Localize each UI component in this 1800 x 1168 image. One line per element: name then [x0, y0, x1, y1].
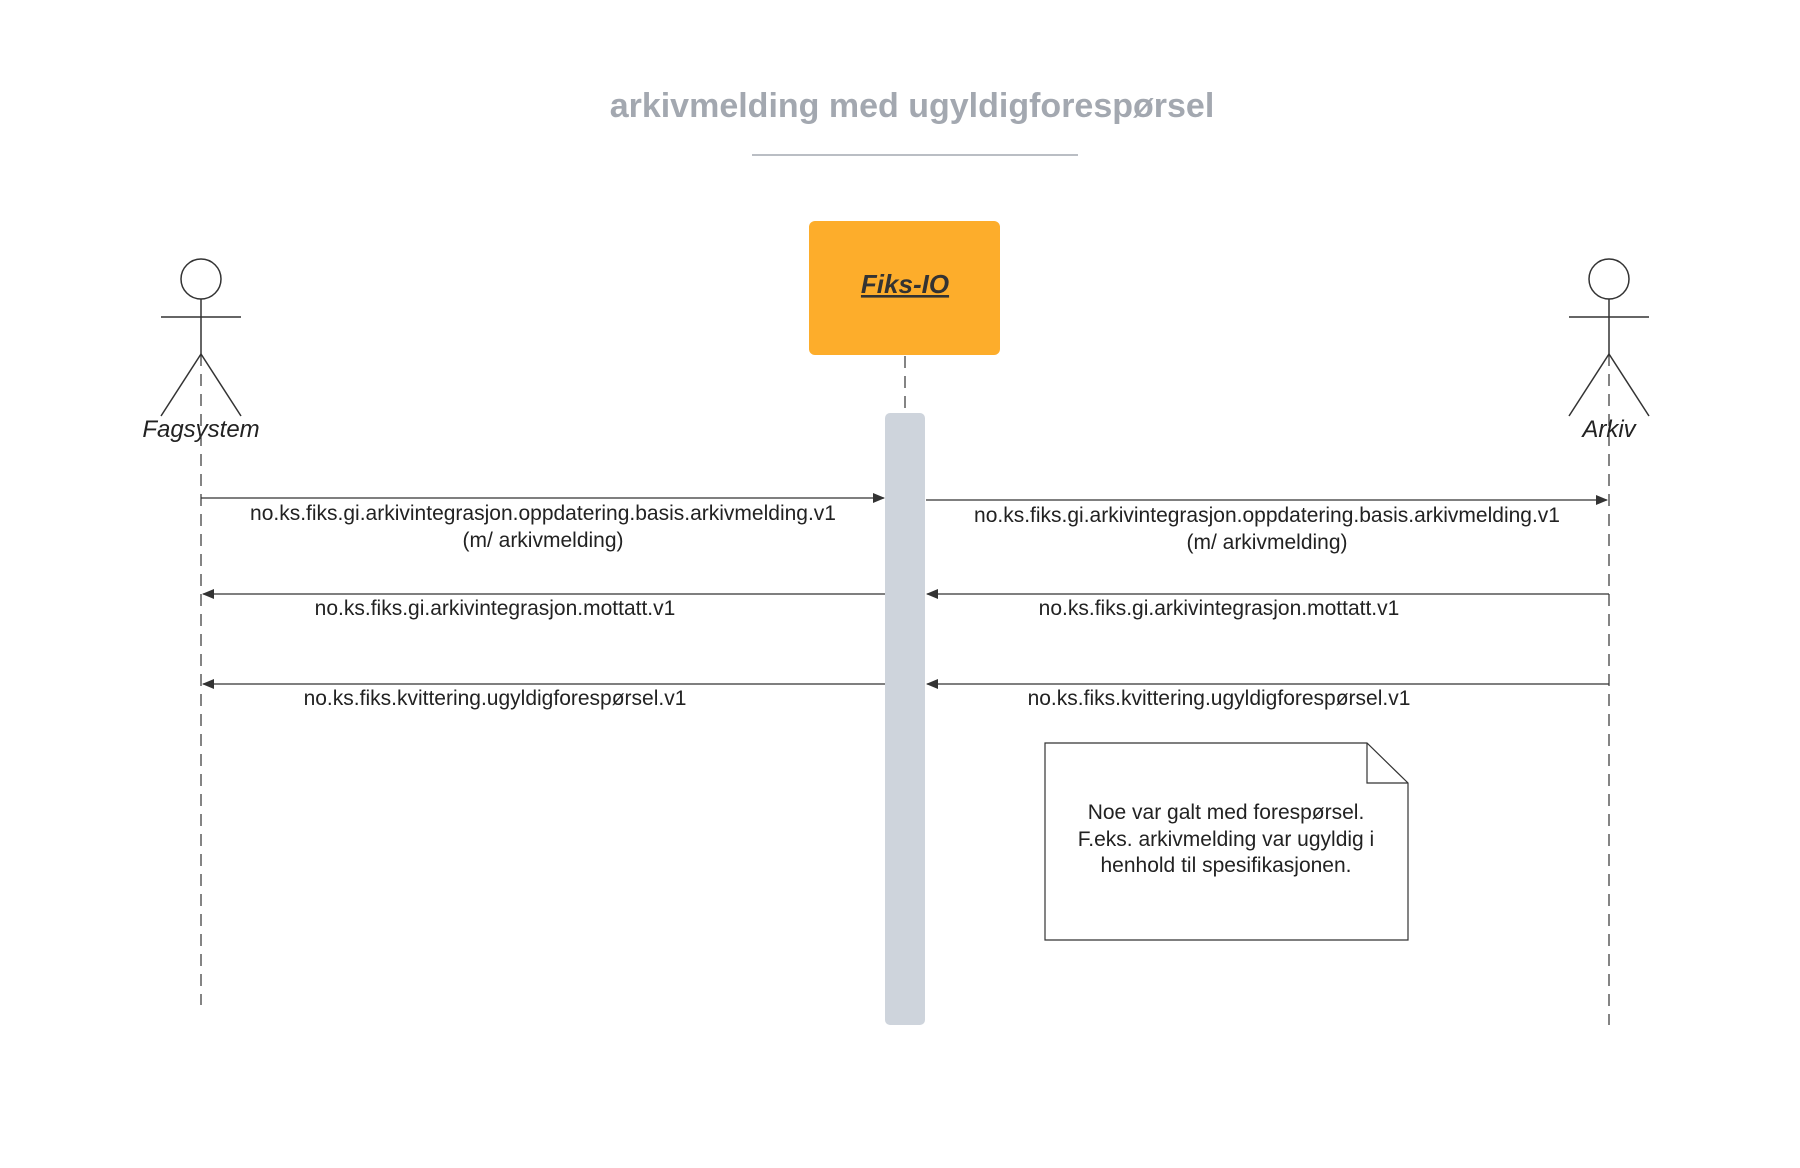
actor-fagsystem — [160, 258, 242, 417]
participant-label-fiks-io: Fiks-IO — [861, 269, 949, 299]
message-label-mottatt-left: no.ks.fiks.gi.arkivintegrasjon.mottatt.v… — [315, 597, 676, 620]
actor-head — [1588, 258, 1630, 300]
actor-right-leg — [1608, 353, 1650, 417]
note: Noe var galt med forespørsel. F.eks. ark… — [1044, 742, 1409, 941]
diagram-title: arkivmelding med ugyldigforespørsel — [610, 87, 1215, 125]
actor-right-leg — [200, 353, 242, 417]
actor-arkiv — [1568, 258, 1650, 417]
actor-left-leg — [1568, 353, 1610, 417]
note-text-line-1: Noe var galt med forespørsel. — [1088, 801, 1365, 824]
actor-head — [180, 258, 222, 300]
note-text-line-2: F.eks. arkivmelding var ugyldig i — [1078, 828, 1374, 851]
actor-left-leg — [160, 353, 202, 417]
message-label-kvittering-left: no.ks.fiks.kvittering.ugyldigforespørsel… — [304, 687, 687, 710]
message-label-mottatt-right: no.ks.fiks.gi.arkivintegrasjon.mottatt.v… — [1039, 597, 1400, 620]
message-label-arkivmelding-right: no.ks.fiks.gi.arkivintegrasjon.oppdateri… — [974, 504, 1560, 527]
message-label-arkivmelding-left: no.ks.fiks.gi.arkivintegrasjon.oppdateri… — [250, 502, 836, 525]
note-fold-corner — [1366, 743, 1408, 784]
activation-bar-fiks-io — [885, 413, 925, 1025]
note-text-line-3: henhold til spesifikasjonen. — [1101, 854, 1352, 877]
message-label-kvittering-right: no.ks.fiks.kvittering.ugyldigforespørsel… — [1028, 687, 1411, 710]
message-sublabel-arkivmelding-left: (m/ arkivmelding) — [462, 529, 623, 552]
message-sublabel-arkivmelding-right: (m/ arkivmelding) — [1186, 531, 1347, 554]
note-shape — [1044, 742, 1409, 941]
participant-fiks-io — [809, 221, 1000, 355]
